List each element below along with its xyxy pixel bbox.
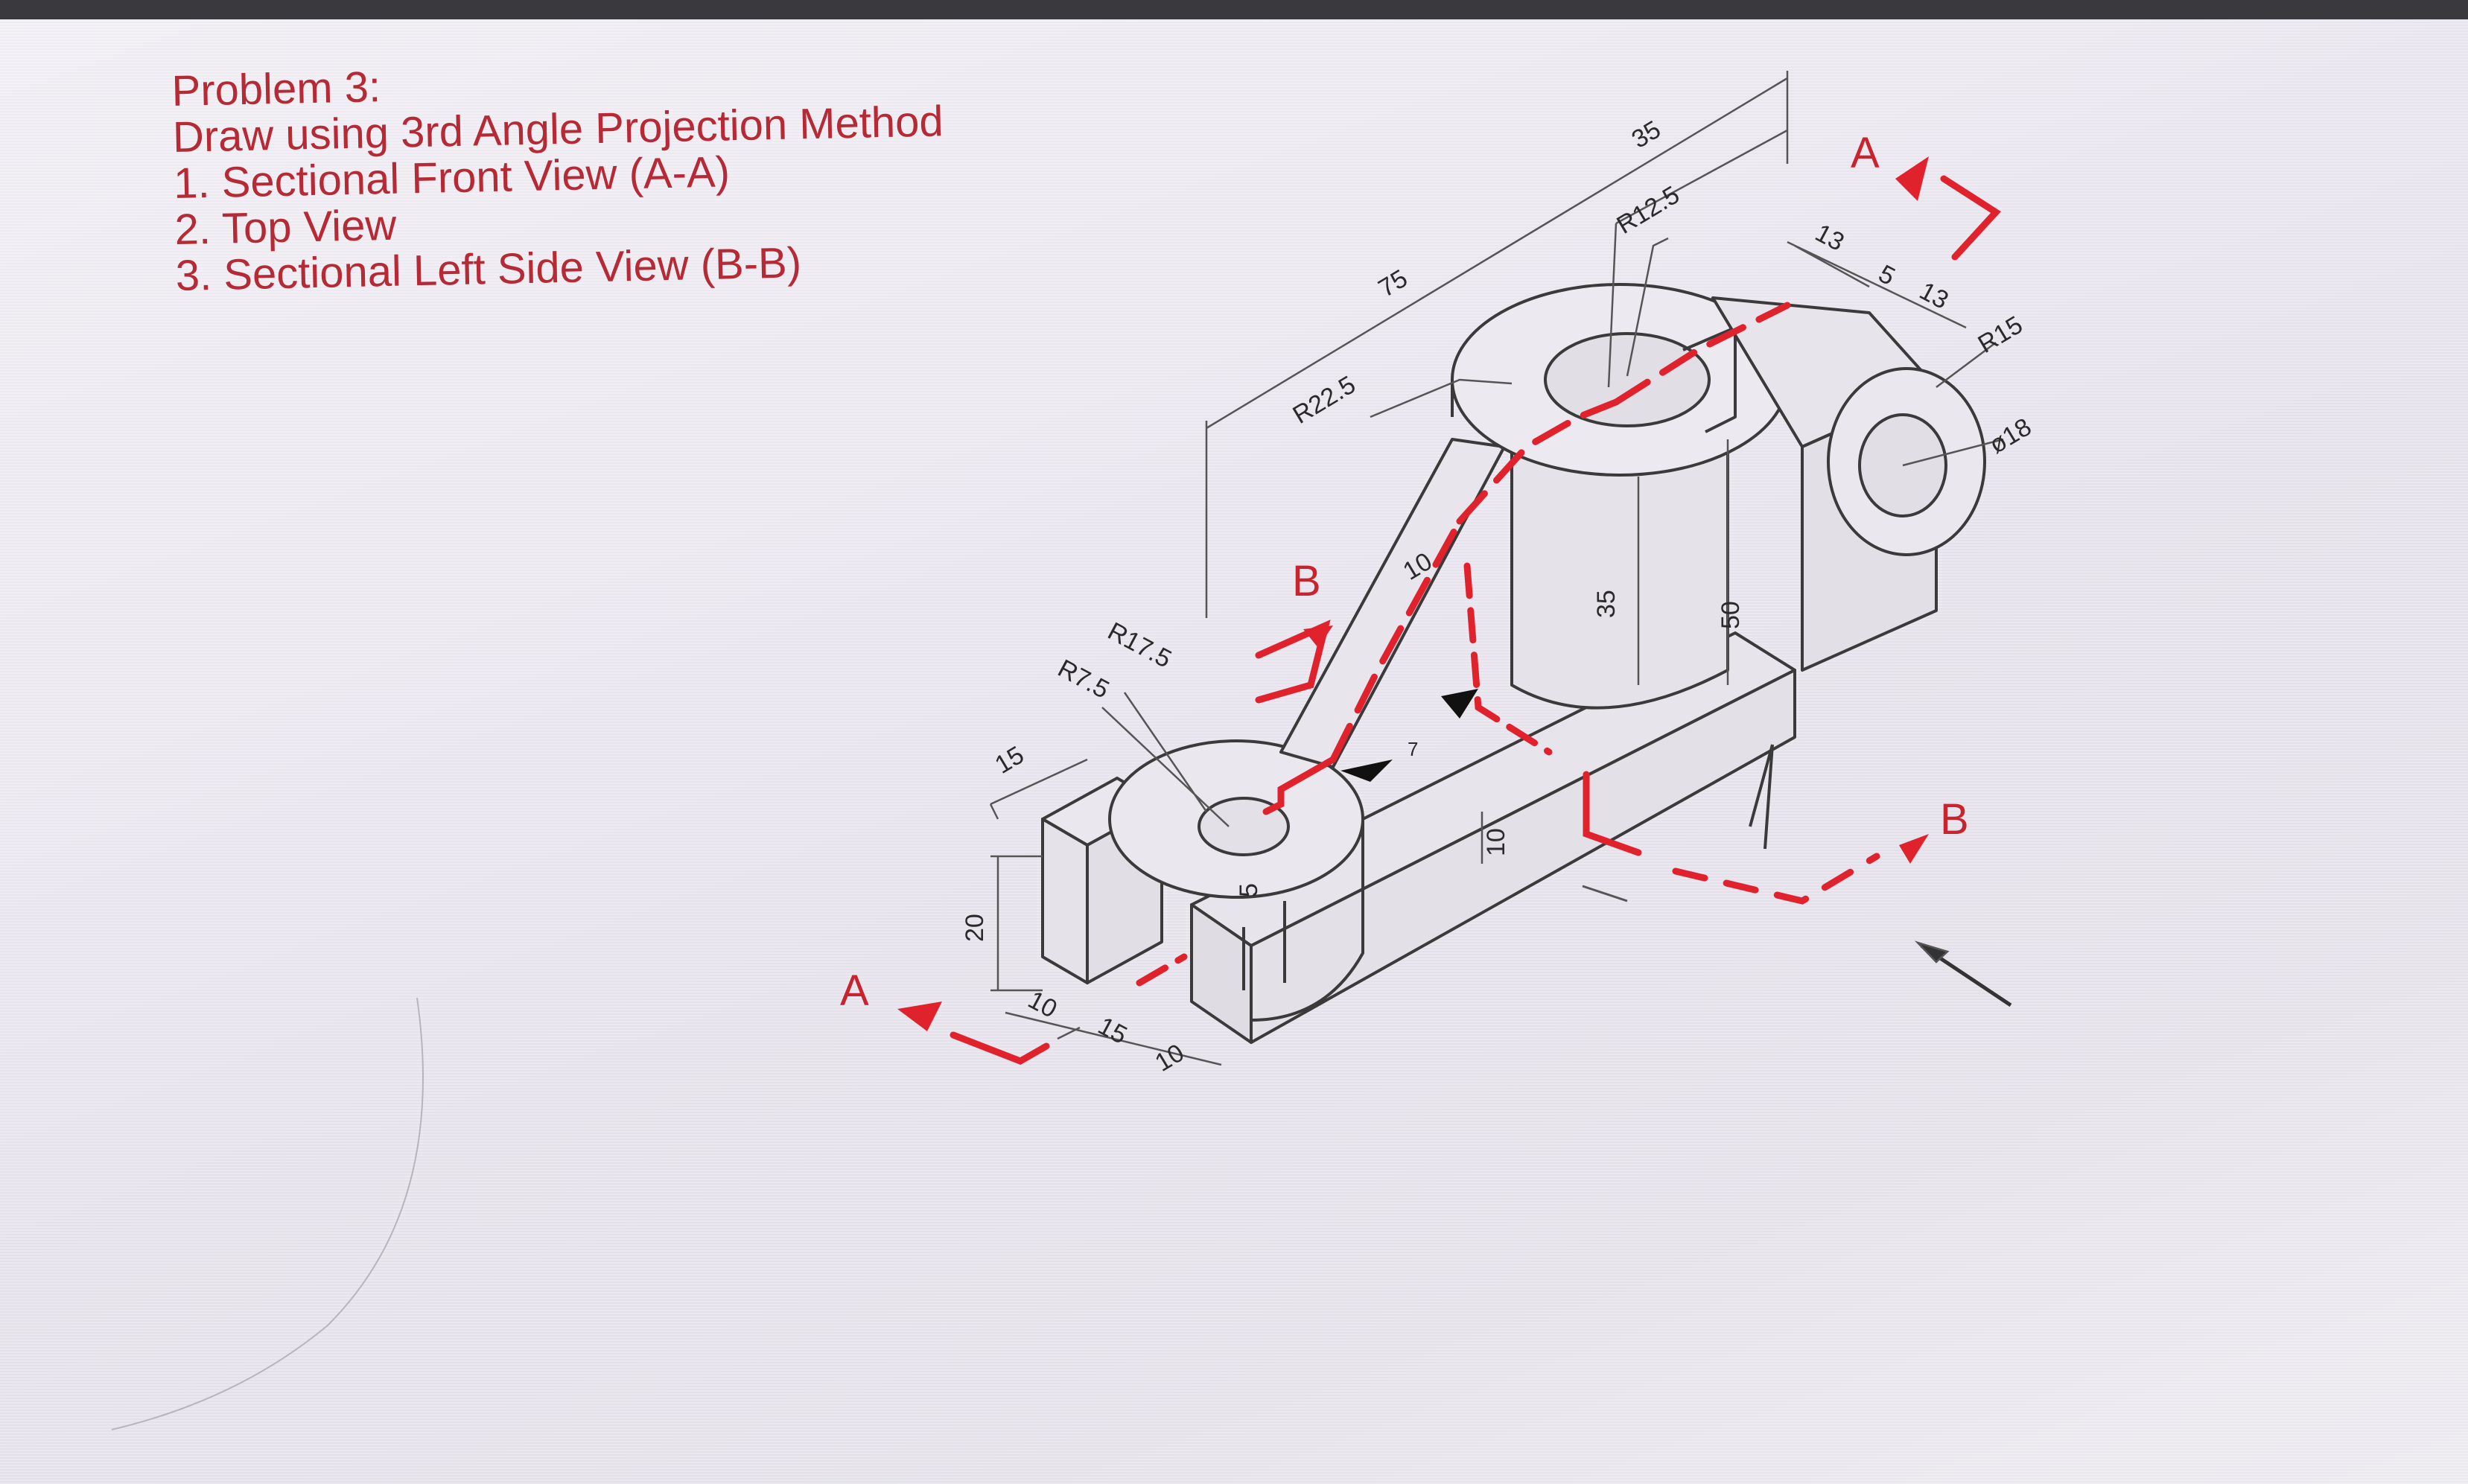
dim-10-b: 10 [1151, 1039, 1189, 1077]
section-b-right-dash [1672, 853, 1880, 905]
arrow-a-left [897, 1001, 942, 1031]
cylinder-slit [1682, 326, 1737, 433]
dim-r22-5-leader [1370, 378, 1513, 418]
dim-phi18-leader [1902, 438, 2004, 467]
lower-boss-side [1250, 819, 1364, 1022]
dim-r12-5: R12.5 [1612, 181, 1685, 240]
section-a-right-mark [1940, 175, 2001, 261]
dim-15-top: 15 [990, 741, 1029, 780]
dim-35-vertical: 35 [1592, 590, 1621, 618]
vertical-feature-lines [1749, 744, 1774, 850]
section-b-jog [1583, 771, 1642, 856]
dim-r7-5: R7.5 [1053, 655, 1113, 704]
window-top-bar [0, 0, 2468, 19]
section-label-a-right: A [1851, 129, 1880, 177]
section-a-arm [1612, 302, 1791, 406]
part-outline [1041, 283, 1986, 1044]
dim-5-slot: 5 [1235, 883, 1263, 897]
dim-10-base: 10 [1482, 828, 1510, 856]
dim-35-top-line [1607, 129, 1788, 388]
block-side-face [1041, 818, 1089, 984]
dim-7: 7 [1408, 738, 1418, 760]
dim-15-bottom: 15 [1093, 1012, 1131, 1050]
section-b-down [1463, 562, 1553, 756]
dim-bottom-line [1005, 1011, 1222, 1066]
slot-lines [1242, 901, 1286, 990]
dim-r17-r7-leaders [1101, 692, 1230, 827]
small-arrow [1582, 885, 1628, 902]
dim-r15: R15 [1974, 311, 2028, 359]
dim-35-50-lines [1637, 439, 1729, 685]
dim-13-5-13-lines [1787, 241, 1967, 329]
section-label-b-right: B [1940, 795, 1969, 844]
dim-20: 20 [961, 914, 989, 942]
dimension-lines [989, 71, 2012, 1066]
dim-13-a: 13 [1810, 219, 1848, 257]
cylinder-bore [1544, 332, 1711, 427]
dim-r17-5: R17.5 [1103, 617, 1176, 674]
dim-75: 75 [1374, 264, 1413, 303]
section-a-cylinder [1456, 398, 1620, 525]
section-label-b-top: B [1292, 557, 1321, 605]
dim-75-line [1205, 71, 1789, 618]
black-arrow-2 [1441, 689, 1478, 719]
dim-13-b: 13 [1915, 277, 1953, 315]
dim-r12-5-leader [1626, 237, 1669, 377]
dim-35-top: 35 [1627, 115, 1666, 154]
section-b-top-mark [1255, 620, 1331, 704]
base-end-face [1190, 903, 1253, 1044]
dim-50: 50 [1717, 601, 1745, 629]
dim-5-a: 5 [1874, 260, 1900, 291]
section-cutting-planes [950, 175, 2001, 1065]
dim-15-top-line [989, 758, 1088, 820]
section-a-left-mark [950, 1031, 1050, 1065]
arrow-b-top [1303, 625, 1333, 648]
dim-r22-5: R22.5 [1288, 371, 1361, 430]
section-a-left-dash [1136, 953, 1188, 987]
black-arrow-1 [1340, 759, 1393, 782]
arrow-b-right [1899, 834, 1929, 864]
cylinder-body [1510, 432, 1729, 710]
dim-r15-leader [1936, 342, 1997, 388]
view-arrow-head [1914, 940, 1950, 964]
pencil-arc [111, 997, 424, 1430]
section-a-step [1262, 756, 1337, 815]
dim-20-line [990, 855, 1043, 992]
section-label-a-left: A [840, 966, 869, 1015]
dim-phi18: ø18 [1985, 413, 2037, 459]
arrow-a-right [1895, 156, 1929, 201]
section-arrowheads [897, 156, 1929, 1031]
section-a-rib [1329, 518, 1463, 763]
